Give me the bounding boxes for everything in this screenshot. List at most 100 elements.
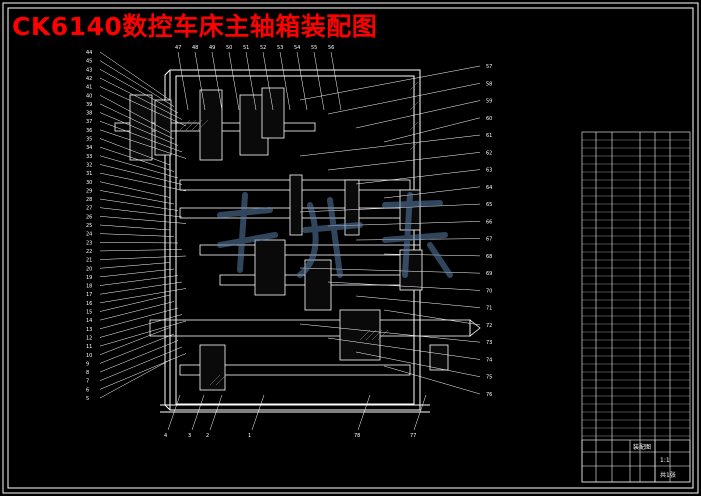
right-leader-line — [383, 309, 481, 326]
left-leader-line — [99, 69, 179, 114]
part-number-label: 58 — [486, 81, 492, 87]
part-number-label: 38 — [86, 111, 92, 117]
part-number-label: 69 — [486, 271, 492, 277]
part-number-label: 41 — [86, 85, 92, 91]
part-number-label: 25 — [86, 223, 92, 229]
part-number-label: 51 — [243, 45, 249, 51]
right-leader-line — [355, 169, 481, 185]
left-leader-line — [99, 333, 175, 364]
left-leader-line — [99, 346, 183, 381]
part-number-label: 33 — [86, 154, 92, 160]
part-number-label: 23 — [86, 240, 92, 246]
part-number-label: 17 — [86, 292, 92, 298]
part-number-label: 6 — [86, 387, 89, 393]
part-number-label: 43 — [86, 67, 92, 73]
part-number-label: 72 — [486, 323, 492, 329]
right-leader-line — [355, 351, 481, 377]
part-number-label: 45 — [86, 59, 92, 65]
left-leader-line — [99, 224, 171, 231]
left-leader-line — [99, 51, 171, 101]
part-number-label: 49 — [209, 45, 215, 51]
part-number-label: 77 — [410, 433, 416, 439]
left-leader-line — [99, 327, 171, 355]
left-leader-line — [99, 138, 171, 166]
bottom-leader-line — [251, 394, 265, 431]
top-leader-line — [194, 51, 206, 111]
part-number-label: 56 — [328, 45, 334, 51]
left-leader-line — [99, 301, 175, 321]
left-leader-line — [99, 129, 187, 159]
part-number-label: 65 — [486, 202, 492, 208]
left-leader-line — [99, 190, 175, 205]
part-number-label: 62 — [486, 150, 492, 156]
right-leader-line — [299, 134, 481, 157]
part-number-label: 67 — [486, 237, 492, 243]
part-number-label: 34 — [86, 145, 92, 151]
left-leader-lines: 4445434241403938373635343332313029282726… — [86, 50, 187, 402]
part-number-label: 31 — [86, 171, 92, 177]
part-number-label: 68 — [486, 254, 492, 260]
part-number-label: 44 — [86, 50, 92, 56]
part-number-label: 12 — [86, 335, 92, 341]
left-leader-line — [99, 294, 171, 312]
left-leader-line — [99, 314, 183, 338]
part-number-label: 9 — [86, 361, 89, 367]
left-leader-line — [99, 155, 179, 179]
title-block-name: 装配图 — [633, 443, 651, 451]
bottom-leader-line — [209, 394, 223, 431]
part-number-label: 29 — [86, 188, 92, 194]
drawing-title: CK6140数控车床主轴箱装配图 — [12, 12, 378, 41]
parts-list — [581, 131, 691, 483]
left-leader-line — [99, 275, 179, 286]
bottom-leader-line — [357, 394, 371, 431]
right-leader-line — [327, 83, 481, 115]
left-leader-line — [99, 164, 183, 185]
part-number-label: 20 — [86, 266, 92, 272]
left-leader-line — [99, 77, 183, 120]
left-leader-line — [99, 207, 183, 218]
part-number-label: 19 — [86, 275, 92, 281]
part-number-label: 13 — [86, 327, 92, 333]
part-number-label: 71 — [486, 306, 492, 312]
part-number-label: 14 — [86, 318, 92, 324]
part-number-label: 3 — [188, 433, 191, 439]
part-number-label: 42 — [86, 76, 92, 82]
part-number-label: 36 — [86, 128, 92, 134]
right-leader-line — [355, 238, 481, 241]
part-number-label: 21 — [86, 258, 92, 264]
left-leader-line — [99, 340, 179, 373]
part-number-label: 16 — [86, 301, 92, 307]
part-number-label: 7 — [86, 379, 89, 385]
part-number-label: 24 — [86, 232, 92, 238]
bottom-leader-line — [413, 394, 427, 431]
bottom-leader-line — [191, 394, 205, 431]
top-leader-line — [313, 51, 325, 111]
part-number-label: 18 — [86, 284, 92, 290]
part-number-label: 75 — [486, 375, 492, 381]
left-leader-line — [99, 120, 183, 153]
part-number-label: 15 — [86, 310, 92, 316]
left-leader-line — [99, 359, 171, 399]
part-number-label: 64 — [486, 185, 492, 191]
top-leader-line — [228, 51, 240, 111]
left-leader-line — [99, 262, 171, 269]
part-number-label: 5 — [86, 396, 89, 402]
right-leader-line — [355, 100, 481, 129]
bottom-leader-line — [167, 394, 181, 431]
part-number-label: 70 — [486, 288, 492, 294]
right-leader-line — [383, 186, 481, 199]
part-number-label: 59 — [486, 99, 492, 105]
right-leader-line — [327, 337, 481, 360]
top-leader-line — [211, 51, 223, 111]
left-leader-line — [99, 95, 171, 133]
part-number-label: 35 — [86, 137, 92, 143]
part-number-label: 30 — [86, 180, 92, 186]
part-number-label: 27 — [86, 206, 92, 212]
part-number-label: 1 — [248, 433, 251, 439]
left-leader-line — [99, 268, 175, 278]
part-number-label: 61 — [486, 133, 492, 139]
title-block-sheet: 共1张 — [660, 471, 676, 479]
top-leader-line — [245, 51, 257, 111]
inner-frame — [7, 7, 694, 489]
